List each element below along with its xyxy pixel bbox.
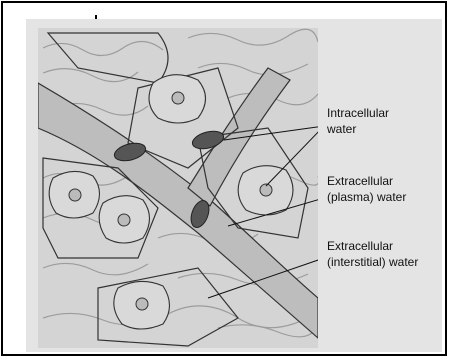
label-intracellular-water: Intracellular water xyxy=(327,105,389,137)
cell-nucleus xyxy=(69,189,81,201)
cell-nucleus xyxy=(118,214,130,226)
top-mark xyxy=(95,15,97,19)
label-extracellular-plasma-water: Extracellular (plasma) water xyxy=(327,173,406,205)
label-extracellular-interstitial-water: Extracellular (interstitial) water xyxy=(327,238,418,270)
cell-nucleus xyxy=(172,92,184,104)
tissue-diagram xyxy=(38,28,318,348)
cell-nucleus xyxy=(136,298,148,310)
